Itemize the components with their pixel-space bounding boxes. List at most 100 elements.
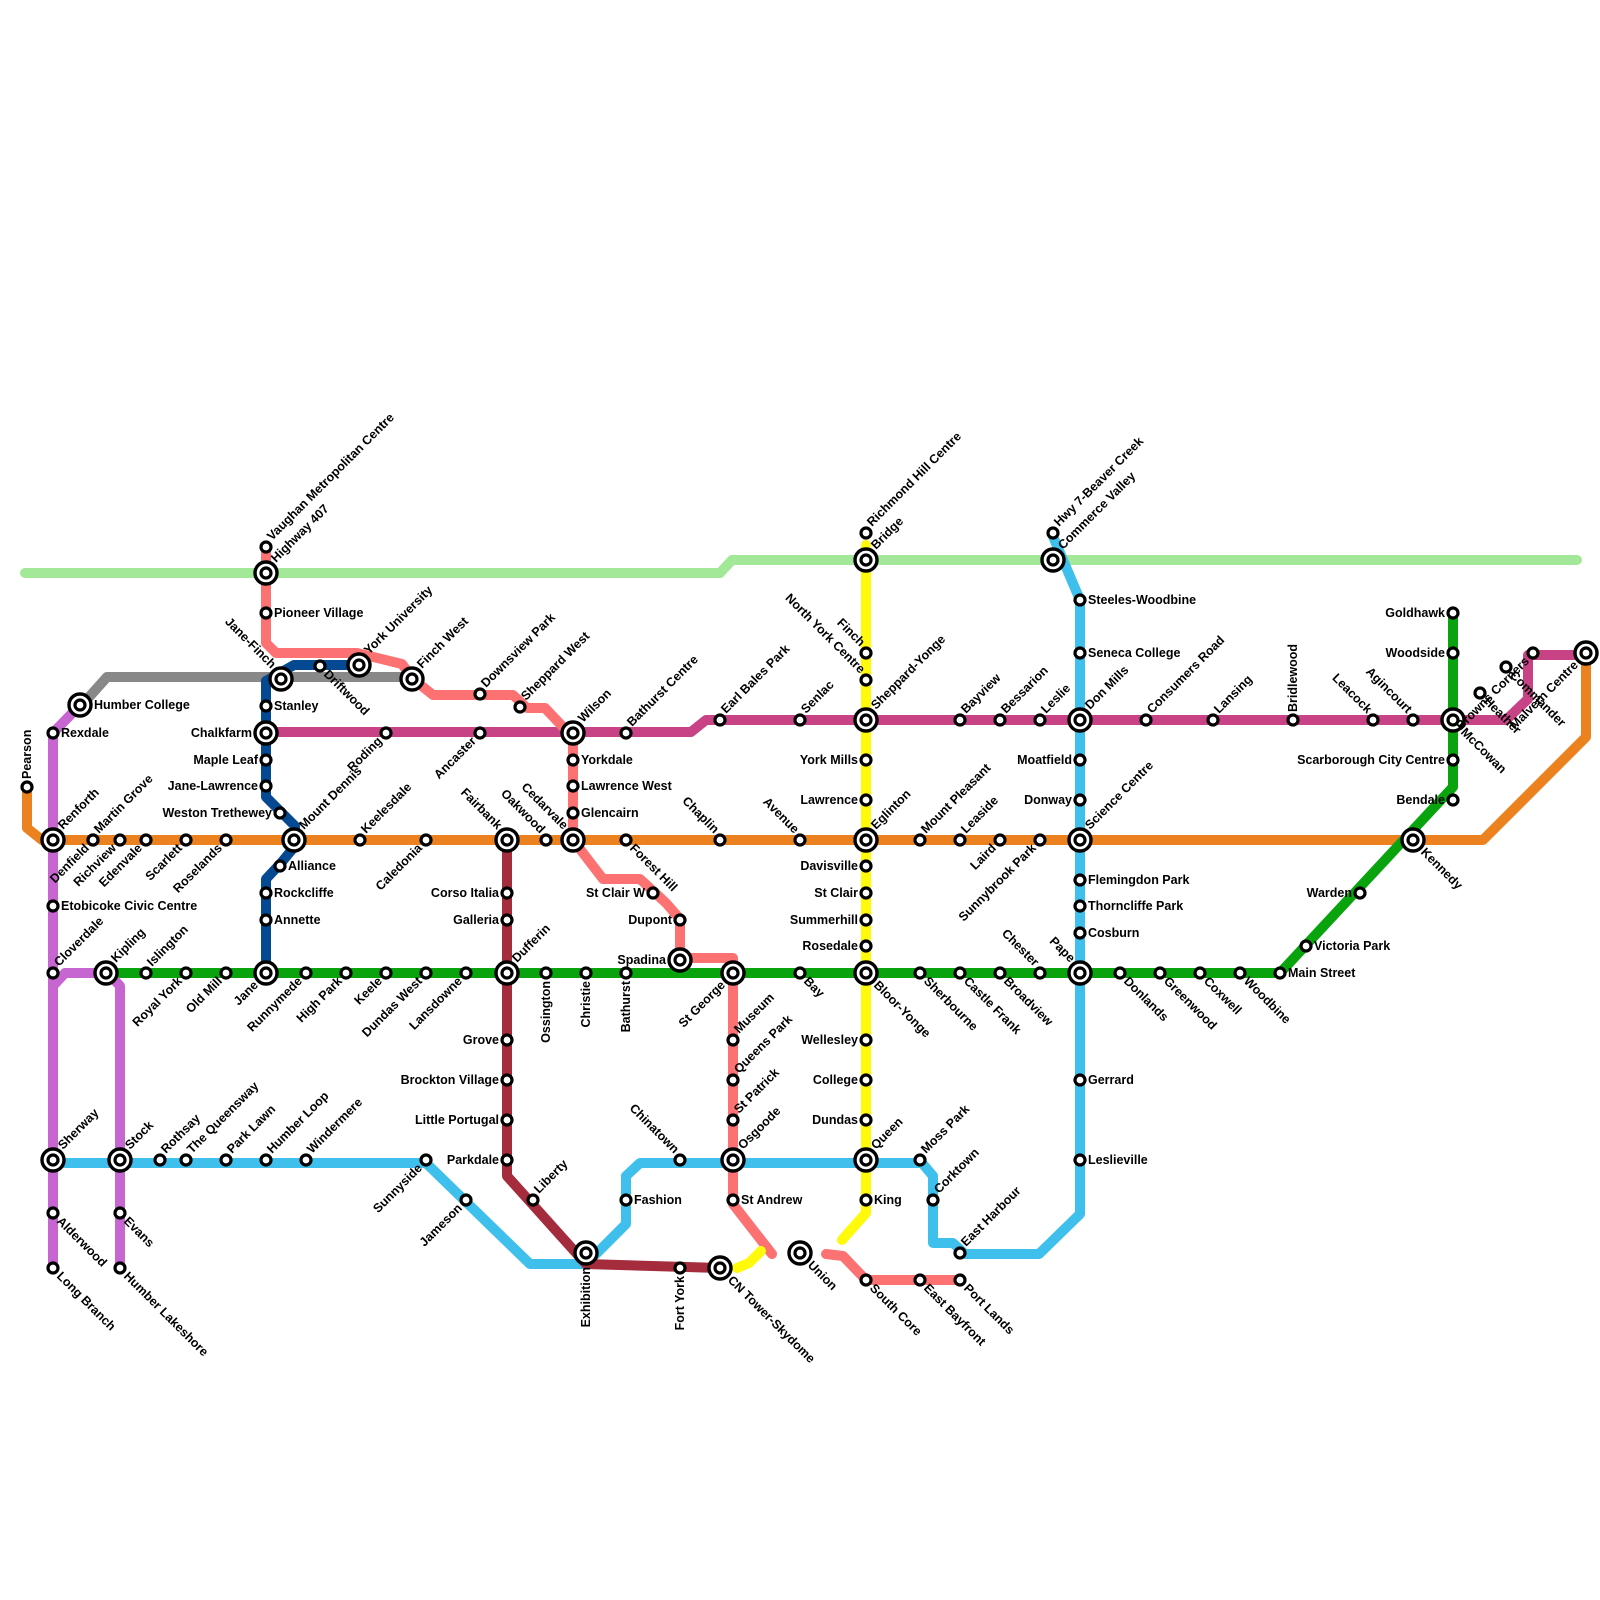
station-coxwell — [1195, 968, 1205, 978]
station-north-york-centre — [861, 675, 871, 685]
station-label-pioneer-village: Pioneer Village — [274, 606, 363, 620]
station-label-sheppard-yonge: Sheppard-Yonge — [868, 632, 948, 712]
station-warden — [1355, 888, 1365, 898]
station-glencairn — [568, 808, 578, 818]
station-parkdale — [502, 1155, 512, 1165]
station-humber-lakeshore — [115, 1263, 125, 1273]
station-label-humber-college: Humber College — [94, 698, 190, 712]
interchange-core-union — [795, 1248, 805, 1258]
station-labels: Vaughan Metropolitan CentreHighway 407Pi… — [20, 410, 1581, 1365]
station-mount-pleasant — [915, 835, 925, 845]
station-label-chinatown: Chinatown — [627, 1101, 682, 1156]
station-bathurst — [621, 968, 631, 978]
station-south-core — [861, 1275, 871, 1285]
station-denfield — [88, 835, 98, 845]
line-yellow — [737, 1251, 761, 1268]
station-flemingdon-park — [1075, 875, 1085, 885]
station-leslieville — [1075, 1155, 1085, 1165]
interchange-core-humber-college — [75, 700, 85, 710]
station-label-moatfield: Moatfield — [1017, 753, 1072, 767]
station-label-queen: Queen — [868, 1115, 905, 1152]
station-label-laird: Laird — [967, 841, 999, 873]
station-brockton-village — [502, 1075, 512, 1085]
station-label-liberty: Liberty — [531, 1157, 570, 1196]
station-label-flemingdon-park: Flemingdon Park — [1088, 873, 1189, 887]
station-label-islington: Islington — [144, 922, 191, 969]
interchange-core-kipling — [101, 968, 111, 978]
station-label-gerrard: Gerrard — [1088, 1073, 1134, 1087]
station-label-roding: Roding — [345, 734, 385, 774]
station-label-dufferin: Dufferin — [509, 921, 553, 965]
station-humber-loop — [261, 1155, 271, 1165]
station-bayview — [955, 715, 965, 725]
station-label-ossington: Ossington — [539, 981, 553, 1043]
station-scarborough-city-centre — [1448, 755, 1458, 765]
station-edenvale — [141, 835, 151, 845]
station-label-steeles-woodbine: Steeles-Woodbine — [1088, 593, 1196, 607]
station-label-don-mills: Don Mills — [1082, 663, 1131, 712]
station-label-wilson: Wilson — [575, 686, 614, 725]
station-richmond-hill-centre — [861, 528, 871, 538]
station-label-lawrence: Lawrence — [800, 793, 858, 807]
station-label-exhibition: Exhibition — [579, 1267, 593, 1327]
station-browns-corners — [1528, 648, 1538, 658]
interchange-core-cedarvale — [568, 835, 578, 845]
station-sunnyside — [421, 1155, 431, 1165]
station-broadview — [995, 968, 1005, 978]
station-label-sunnybrook-park: Sunnybrook Park — [956, 841, 1039, 924]
station-label-chester: Chester — [999, 926, 1042, 969]
station-label-humber-lakeshore: Humber Lakeshore — [121, 1269, 211, 1359]
station-label-bathurst: Bathurst — [619, 980, 633, 1032]
interchange-core-spadina — [675, 955, 685, 965]
station-label-chalkfarm: Chalkfarm — [191, 726, 252, 740]
station-chester — [1035, 968, 1045, 978]
station-downsview-park — [475, 689, 485, 699]
station-rothsay — [155, 1155, 165, 1165]
station-fashion — [621, 1195, 631, 1205]
station-east-harbour — [955, 1248, 965, 1258]
station-label-south-core: South Core — [867, 1281, 925, 1339]
interchange-core-kennedy — [1408, 835, 1418, 845]
station-label-woodside: Woodside — [1386, 646, 1446, 660]
station-label-stock: Stock — [122, 1118, 156, 1152]
station-york-mills — [861, 755, 871, 765]
station-label-old-mill: Old Mill — [183, 974, 225, 1016]
station-label-york-university: York University — [361, 583, 435, 657]
station-driftwood — [315, 661, 325, 671]
station-label-st-clair-w: St Clair W — [586, 886, 645, 900]
station-label-king: King — [874, 1193, 902, 1207]
station-steeles-woodbine — [1075, 595, 1085, 605]
station-label-science-centre: Science Centre — [1082, 758, 1156, 832]
station-maple-leaf — [261, 755, 271, 765]
station-lawrence — [861, 795, 871, 805]
station-label-lawrence-west: Lawrence West — [581, 779, 673, 793]
station-label-fairbank: Fairbank — [458, 785, 505, 832]
station-st-andrew — [728, 1195, 738, 1205]
station-label-seneca-college: Seneca College — [1088, 646, 1180, 660]
station-label-brockton-village: Brockton Village — [401, 1073, 499, 1087]
station-label-caledonia: Caledonia — [373, 840, 426, 893]
station-label-weston-trethewey: Weston Trethewey — [162, 806, 272, 820]
station-agincourt — [1408, 715, 1418, 725]
interchange-core-osgoode — [728, 1155, 738, 1165]
interchange-core-york-university — [354, 660, 364, 670]
station-alliance — [275, 861, 285, 871]
station-richview — [115, 835, 125, 845]
station-label-richmond-hill-centre: Richmond Hill Centre — [864, 429, 964, 529]
station-sherbourne — [915, 968, 925, 978]
station-label-kipling: Kipling — [108, 925, 148, 965]
station-label-fort-york: Fort York — [673, 1276, 687, 1330]
station-chaplin — [715, 835, 725, 845]
station-woodbine — [1235, 968, 1245, 978]
station-bendale — [1448, 795, 1458, 805]
station-high-park — [341, 968, 351, 978]
station-museum — [728, 1035, 738, 1045]
interchange-core-wilson — [568, 728, 578, 738]
interchange-core-commerce-valley — [1048, 555, 1058, 565]
station-lansing — [1208, 715, 1218, 725]
station-royal-york — [181, 968, 191, 978]
station-old-mill — [221, 968, 231, 978]
station-dundas-west — [421, 968, 431, 978]
station-label-scarborough-city-centre: Scarborough City Centre — [1297, 753, 1445, 767]
